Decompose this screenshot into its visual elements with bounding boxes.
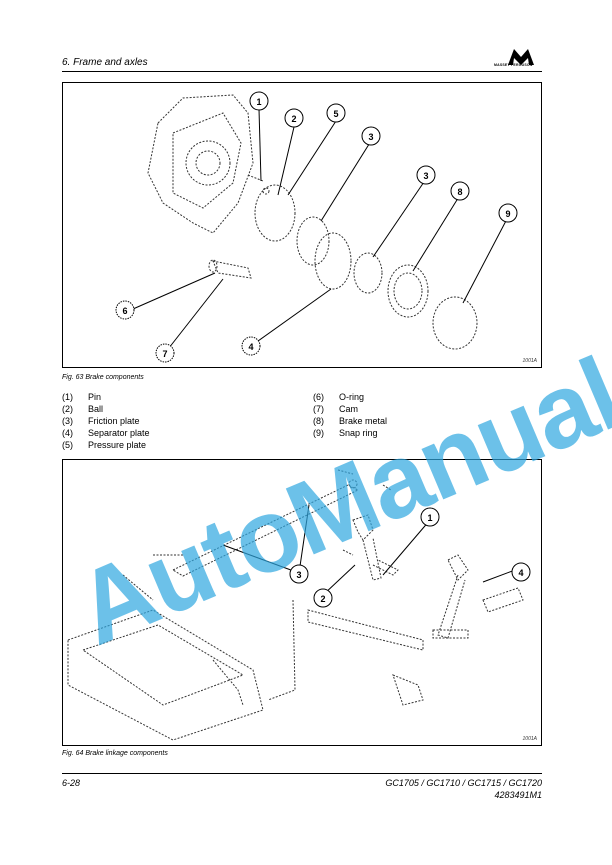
callout-2: 2 [313, 588, 333, 608]
figure-63-caption: Fig. 63 Brake components [62, 374, 144, 381]
callout-1: 1 [249, 91, 269, 111]
figure-63-brake-components: 1 2 5 3 3 8 9 6 [62, 82, 542, 368]
massey-ferguson-logo [508, 49, 534, 65]
callout-2: 2 [284, 108, 304, 128]
header-rule [62, 71, 542, 72]
figure-64-brake-linkage: 1 2 3 4 1001A [62, 459, 542, 746]
figure-64-drawing: 1 2 3 4 [67, 469, 531, 741]
page-number: 6-28 [62, 778, 81, 788]
svg-text:1: 1 [427, 513, 432, 523]
legend-item: (1)Pin [62, 392, 102, 402]
svg-text:4: 4 [248, 342, 253, 352]
model-numbers: GC1705 / GC1710 / GC1715 / GC1720 [385, 778, 542, 788]
legend-item: (3)Friction plate [62, 416, 140, 426]
svg-text:1: 1 [256, 97, 261, 107]
legend-item: (4)Separator plate [62, 428, 150, 438]
svg-text:5: 5 [333, 109, 338, 119]
section-title: 6. Frame and axles [62, 57, 148, 68]
svg-text:4: 4 [518, 568, 523, 578]
svg-text:2: 2 [320, 594, 325, 604]
svg-text:9: 9 [505, 209, 510, 219]
part-number: 4283491M1 [494, 790, 542, 800]
svg-text:3: 3 [423, 171, 428, 181]
figure-63-drawing: 1 2 5 3 3 8 9 6 [115, 91, 518, 363]
callout-3a: 3 [361, 126, 381, 146]
footer-rule [62, 773, 542, 774]
legend-column-2: (6)O-ring (7)Cam (8)Brake metal (9)Snap … [313, 391, 387, 439]
legend-item: (5)Pressure plate [62, 440, 147, 450]
legend-item: (6)O-ring [313, 392, 365, 402]
callout-3b: 3 [416, 165, 436, 185]
callout-4: 4 [241, 336, 261, 356]
logo-text: MASSEY FERGUSON [494, 63, 533, 67]
callout-3: 3 [289, 564, 309, 584]
legend-column-1: (1)Pin (2)Ball (3)Friction plate (4)Sepa… [62, 391, 150, 451]
legend-item: (9)Snap ring [313, 428, 378, 438]
svg-text:7: 7 [162, 349, 167, 359]
svg-text:8: 8 [457, 187, 462, 197]
figure-64-caption: Fig. 64 Brake linkage components [62, 750, 168, 757]
callout-8: 8 [450, 181, 470, 201]
legend-item: (8)Brake metal [313, 416, 388, 426]
svg-text:3: 3 [368, 132, 373, 142]
callout-5: 5 [326, 103, 346, 123]
svg-text:3: 3 [296, 570, 301, 580]
legend-item: (2)Ball [62, 404, 104, 414]
callout-1: 1 [420, 507, 440, 527]
figure-63-tag: 1001A [522, 358, 537, 364]
callout-4: 4 [511, 562, 531, 582]
callout-9: 9 [498, 203, 518, 223]
figure-64-tag: 1001A [522, 736, 537, 742]
callout-6: 6 [115, 300, 135, 320]
svg-text:2: 2 [291, 114, 296, 124]
svg-text:6: 6 [122, 306, 127, 316]
legend-item: (7)Cam [313, 404, 359, 414]
callout-7: 7 [155, 343, 175, 363]
